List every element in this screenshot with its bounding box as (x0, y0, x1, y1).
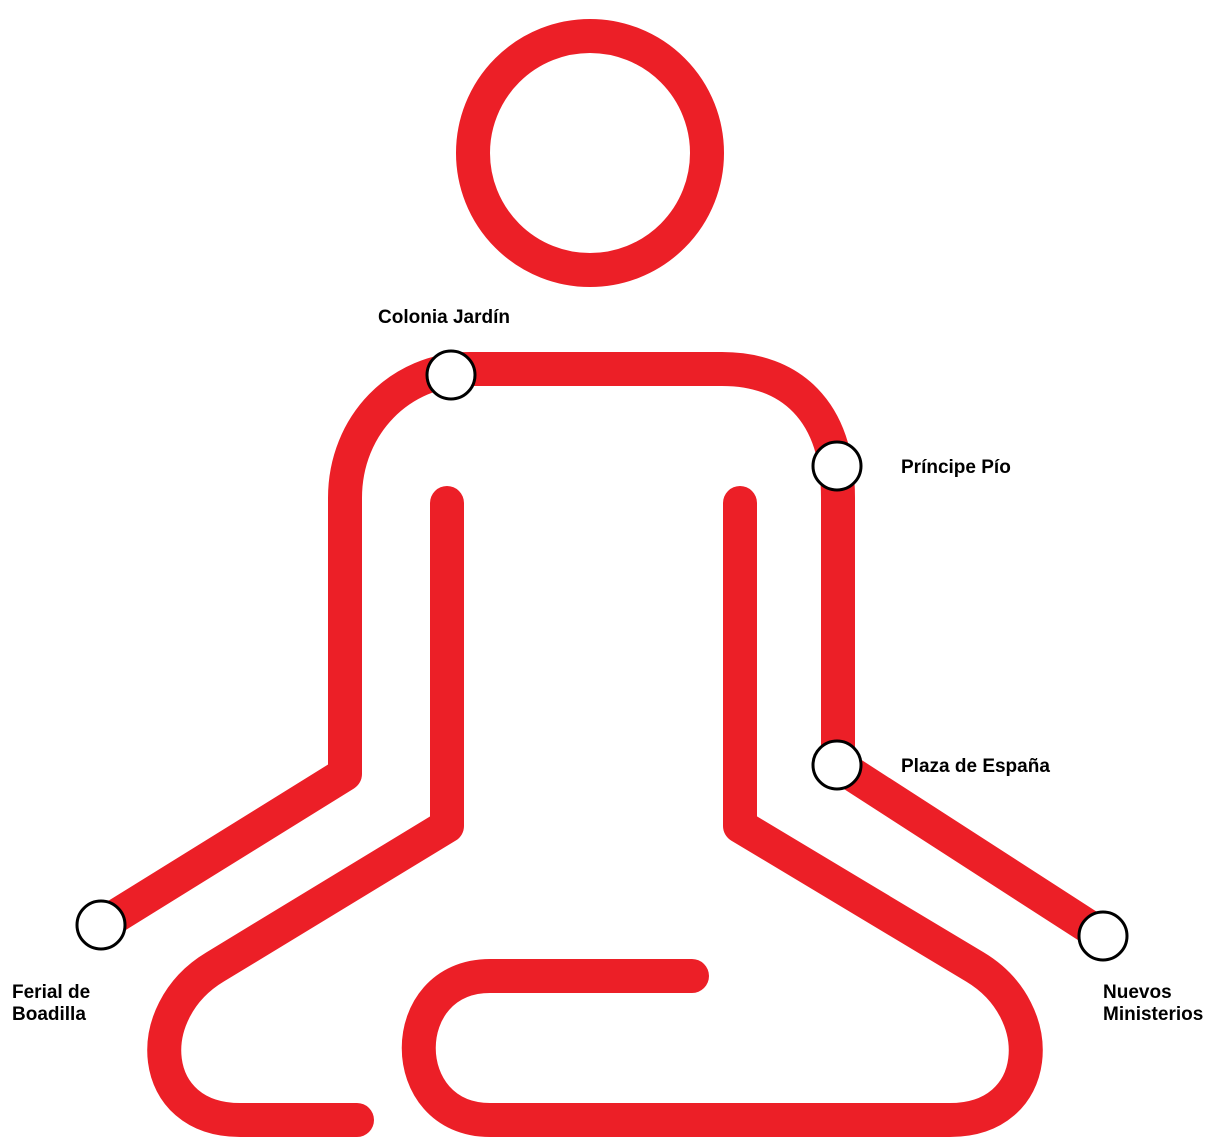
station-principe-pio-marker[interactable] (811, 440, 863, 492)
station-label-ferial-boadilla-line2: Boadilla (12, 1004, 86, 1025)
line-right-torso-leg (401, 486, 1043, 1137)
station-label-colonia-jardin: Colonia Jardín (378, 307, 510, 328)
station-label-plaza-espana: Plaza de España (901, 756, 1050, 777)
line-left-torso-leg (147, 486, 464, 1137)
station-label-ferial-boadilla-line1: Ferial de (12, 982, 91, 1003)
station-label-nuevos-ministerios-line2: Ministerios (1103, 1004, 1204, 1025)
station-colonia-jardin-marker[interactable] (425, 349, 477, 401)
station-ferial-boadilla-marker[interactable] (75, 899, 127, 951)
stations (75, 349, 1129, 962)
station-plaza-espana-marker[interactable] (811, 739, 863, 791)
head-ring (456, 19, 724, 287)
station-label-nuevos-ministerios-line1: Nuevos (1103, 982, 1172, 1003)
station-label-principe-pio: Príncipe Pío (901, 457, 1011, 478)
station-label-nuevos-ministerios: Nuevos Ministerios (1103, 982, 1203, 1026)
metro-line-figure (83, 19, 1120, 1137)
station-nuevos-ministerios-marker[interactable] (1077, 910, 1129, 962)
line-left-arm-and-shoulders (83, 352, 1120, 953)
station-label-ferial-boadilla: Ferial de Boadilla (12, 982, 90, 1026)
